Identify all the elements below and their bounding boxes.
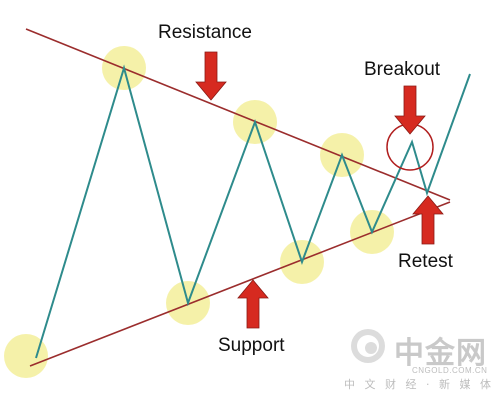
resistance-arrow-icon bbox=[195, 51, 227, 101]
resistance-trendline bbox=[25, 28, 451, 201]
retest-label: Retest bbox=[398, 251, 453, 272]
watermark-slogan: 中 文 财 经 · 新 媒 体 bbox=[344, 378, 494, 391]
retest-arrow-icon bbox=[412, 195, 444, 245]
breakout-arrow-icon bbox=[394, 85, 426, 135]
breakout-label: Breakout bbox=[364, 59, 441, 80]
support-label: Support bbox=[218, 335, 285, 356]
support-trendline bbox=[29, 201, 451, 367]
touch-point-highlights bbox=[4, 46, 394, 378]
resistance-label: Resistance bbox=[158, 22, 252, 43]
support-arrow-icon bbox=[237, 279, 269, 329]
watermark-brand-name: 中金网 bbox=[394, 336, 487, 371]
cngold-logo-icon bbox=[351, 329, 385, 363]
touch-point-highlight bbox=[4, 334, 48, 378]
watermark-domain: CNGOLD.COM.CN bbox=[412, 366, 488, 375]
